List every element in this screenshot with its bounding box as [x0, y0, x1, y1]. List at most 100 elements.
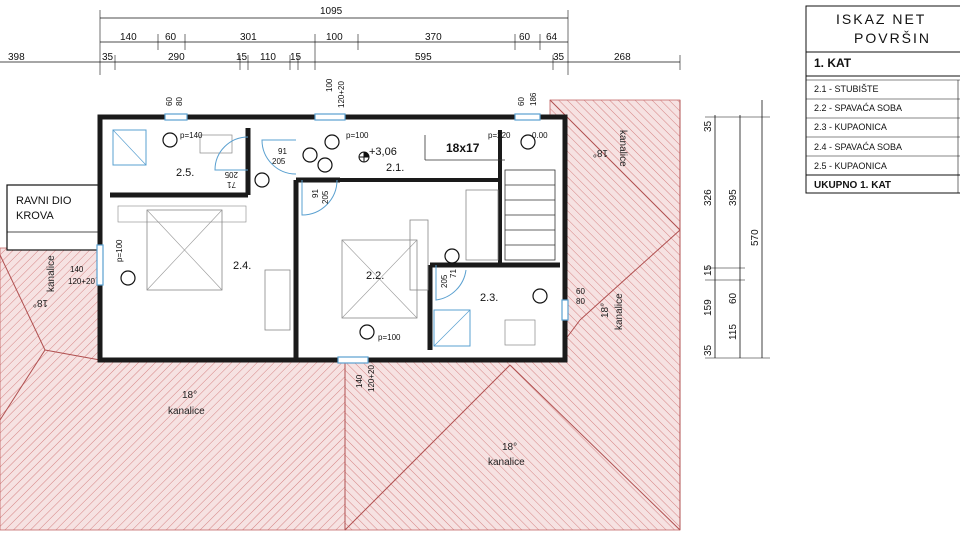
window-bath-right [561, 299, 569, 321]
svg-text:159: 159 [703, 299, 714, 316]
svg-text:p=100: p=100 [115, 239, 124, 262]
svg-text:64: 64 [546, 32, 558, 43]
svg-text:595: 595 [415, 52, 432, 63]
svg-text:91: 91 [311, 189, 320, 198]
room-labels: 2.1. 2.2. 2.3. 2.4. 2.5. [176, 162, 498, 304]
roof-angle: 18° [600, 303, 611, 318]
level-value: +3,06 [369, 146, 397, 158]
light-fixture [302, 147, 318, 163]
door-hall [261, 139, 297, 175]
svg-text:91: 91 [278, 147, 287, 156]
svg-text:71: 71 [449, 269, 458, 278]
svg-text:60: 60 [728, 292, 739, 304]
right-dimensions: 35 326 395 570 15 159 60 115 35 [703, 100, 770, 359]
windows [96, 113, 569, 364]
door-bath-23 [435, 265, 467, 301]
light-fixture [324, 134, 340, 150]
svg-text:140: 140 [70, 265, 84, 274]
light-fixture [162, 132, 178, 148]
svg-text:60: 60 [519, 32, 531, 43]
svg-text:60: 60 [165, 97, 174, 106]
svg-text:35: 35 [703, 344, 714, 356]
area-table: ISKAZ NET POVRŠIN 1. KAT 2.1 - STUBIŠTE … [805, 5, 960, 194]
roof [0, 99, 681, 531]
svg-text:395: 395 [728, 189, 739, 206]
window-labels: p=140 p=100 p=220 0.00 p=100 p=100 60 80… [68, 78, 585, 392]
table-row: 2.4 - SPAVAĆA SOBA [814, 142, 902, 152]
flat-roof-label-2: KROVA [16, 210, 54, 222]
roof-material: kanalice [617, 130, 628, 167]
svg-text:570: 570 [750, 229, 761, 246]
svg-text:186: 186 [529, 92, 538, 106]
door-bath-a [214, 136, 249, 171]
furniture [112, 129, 536, 347]
svg-text:71: 71 [227, 180, 236, 189]
roof-material: kanalice [46, 255, 57, 292]
svg-text:0.00: 0.00 [532, 131, 548, 140]
svg-text:301: 301 [240, 32, 257, 43]
stairs-label: 18x17 [446, 141, 480, 155]
table-row: 2.2 - SPAVAĆA SOBA [814, 103, 902, 113]
svg-text:100: 100 [326, 32, 343, 43]
table-row: 2.1 - STUBIŠTE [814, 84, 879, 94]
table-title-1: ISKAZ NET [836, 11, 926, 27]
svg-text:100: 100 [325, 78, 334, 92]
svg-text:60: 60 [517, 97, 526, 106]
door-labels: 91 205 71 205 91 205 71 205 [224, 147, 458, 288]
svg-text:35: 35 [553, 52, 565, 63]
light-fixture [317, 157, 333, 173]
svg-text:80: 80 [576, 297, 585, 306]
svg-text:15: 15 [703, 264, 714, 276]
roof-angle: 18° [182, 390, 197, 401]
svg-text:205: 205 [321, 190, 330, 204]
svg-text:120+20: 120+20 [367, 365, 376, 392]
svg-text:290: 290 [168, 52, 185, 63]
svg-text:15: 15 [236, 52, 248, 63]
level-marker: +3,06 [358, 146, 397, 163]
light-fixture [254, 172, 270, 188]
light-fixture [532, 288, 548, 304]
table-row: 2.5 - KUPAONICA [814, 161, 887, 171]
svg-text:120+20: 120+20 [337, 81, 346, 108]
doors [214, 136, 467, 301]
svg-text:268: 268 [614, 52, 631, 63]
flat-roof-section: RAVNI DIO KROVA [6, 184, 101, 251]
table-row: 2.3 - KUPAONICA [814, 122, 887, 132]
svg-text:110: 110 [260, 52, 276, 63]
svg-text:120+20: 120+20 [68, 277, 95, 286]
table-title-2: POVRŠIN [854, 30, 931, 46]
roof-labels: 18° kanalice 18° kanalice 18° kanalice 1… [33, 130, 628, 468]
svg-text:p=220: p=220 [488, 131, 511, 140]
svg-text:326: 326 [703, 189, 714, 206]
svg-text:p=140: p=140 [180, 131, 203, 140]
top-dimensions: 1095 140 60 301 100 370 60 64 398 35 290… [0, 6, 681, 75]
svg-text:80: 80 [175, 97, 184, 106]
roof-angle: 18° [33, 297, 48, 308]
room-2-1: 2.1. [386, 162, 404, 174]
door-room-22 [301, 179, 338, 216]
window-room-left [96, 244, 104, 286]
staircase: 18x17 [424, 135, 556, 261]
window-hall-top [314, 113, 346, 121]
svg-text:370: 370 [425, 32, 442, 43]
light-fixture [359, 324, 375, 340]
table-total: UKUPNO 1. KAT [814, 180, 891, 191]
roof-material: kanalice [614, 293, 625, 330]
svg-text:140: 140 [120, 32, 137, 43]
room-2-2: 2.2. [366, 270, 384, 282]
dim-total: 1095 [320, 6, 343, 17]
room-2-3: 2.3. [480, 292, 498, 304]
svg-text:p=100: p=100 [346, 131, 369, 140]
window-bath-top [164, 113, 188, 121]
light-fixtures [120, 132, 548, 340]
svg-text:398: 398 [8, 52, 25, 63]
svg-text:205: 205 [440, 274, 449, 288]
roof-angle: 18° [502, 442, 517, 453]
svg-text:15: 15 [290, 52, 302, 63]
flat-roof-label-1: RAVNI DIO [16, 195, 72, 207]
room-2-4: 2.4. [233, 260, 251, 272]
svg-text:140: 140 [355, 374, 364, 388]
roof-material: kanalice [168, 406, 205, 417]
light-fixture [444, 248, 460, 264]
